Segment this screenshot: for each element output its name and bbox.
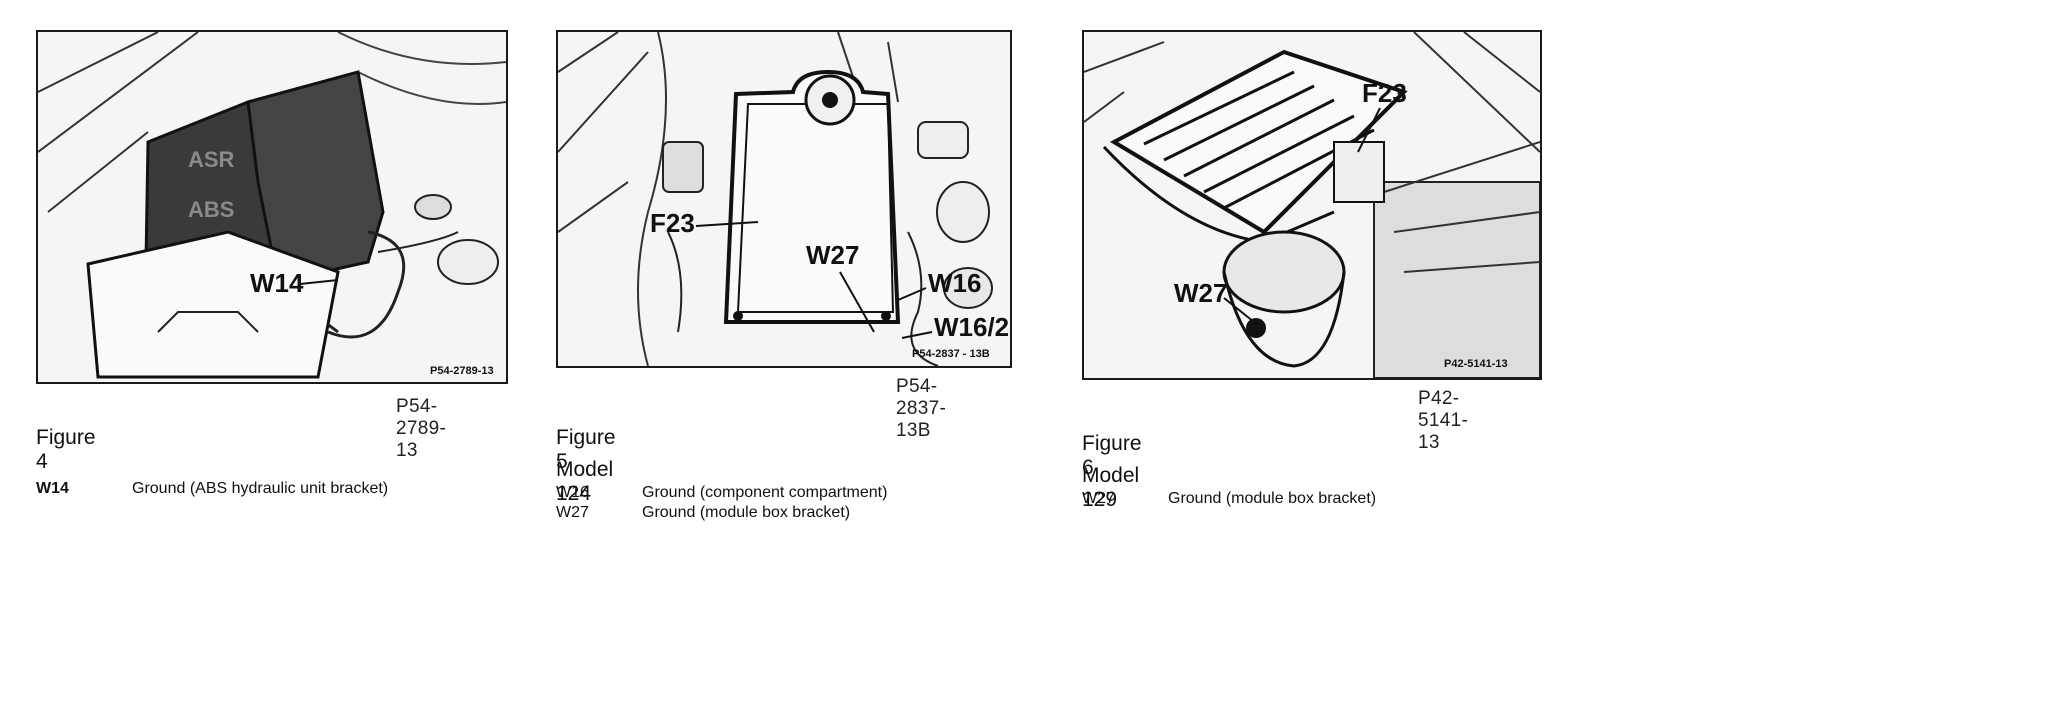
legend-key: W27 <box>1082 490 1115 507</box>
figure-6-legend: W27 Ground (module box bracket) <box>1082 490 1542 510</box>
callout-w27-fig6: W27 <box>1174 278 1227 308</box>
svg-text:ABS: ABS <box>188 197 234 222</box>
callout-w14: W14 <box>250 268 304 298</box>
figure-4-inner-code: P54-2789-13 <box>430 365 494 377</box>
legend-key: W14 <box>36 480 69 497</box>
legend-row: W16 Ground (component compartment) <box>556 484 1006 504</box>
figure-6-inner-code: P42-5141-13 <box>1444 358 1508 370</box>
svg-text:ASR: ASR <box>188 147 235 172</box>
legend-row: W14 Ground (ABS hydraulic unit bracket) <box>36 480 496 500</box>
figure-6-drawing: F23 W27 P42-5141-13 <box>1084 32 1540 378</box>
figure-4-legend: W14 Ground (ABS hydraulic unit bracket) <box>36 480 496 500</box>
figure-5-illustration: F23 W27 W16 W16/2 P54-2837 - 13B <box>556 30 1012 368</box>
callout-w27: W27 <box>806 240 859 270</box>
figure-4-code: P54-2789-13 <box>396 396 447 461</box>
figure-4-drawing: ASR ABS W14 P54-2789-13 <box>38 32 506 382</box>
legend-row: W27 Ground (module box bracket) <box>556 504 1006 524</box>
figure-4-title: Figure 4 <box>36 426 96 473</box>
legend-text: Ground (module box bracket) <box>1168 490 1377 507</box>
figure-5-legend: W16 Ground (component compartment) W27 G… <box>556 484 1006 524</box>
legend-key: W16 <box>556 484 589 501</box>
callout-f23: F23 <box>650 208 695 238</box>
callout-f23-fig6: F23 <box>1362 78 1407 108</box>
callout-w16-2: W16/2 <box>934 312 1009 342</box>
figure-4-illustration: ASR ABS W14 P54-2789-13 <box>36 30 508 384</box>
figure-5-inner-code: P54-2837 - 13B <box>912 348 990 360</box>
legend-text: Ground (ABS hydraulic unit bracket) <box>132 480 389 497</box>
figure-6-model: Model 129 <box>1082 464 1140 511</box>
figure-5-title: Figure 5 <box>556 426 616 473</box>
figure-5-model: Model 124 <box>556 458 614 505</box>
legend-text: Ground (component compartment) <box>642 484 888 501</box>
legend-row: W27 Ground (module box bracket) <box>1082 490 1542 510</box>
figure-5-drawing: F23 W27 W16 W16/2 P54-2837 - 13B <box>558 32 1010 366</box>
figure-5-code: P54-2837-13B <box>896 376 947 441</box>
figure-6-title: Figure 6 <box>1082 432 1142 479</box>
figure-6-code: P42-5141-13 <box>1418 388 1469 453</box>
legend-text: Ground (module box bracket) <box>642 504 851 521</box>
figure-6-illustration: F23 W27 P42-5141-13 <box>1082 30 1542 380</box>
callout-w16: W16 <box>928 268 981 298</box>
legend-key: W27 <box>556 504 589 521</box>
